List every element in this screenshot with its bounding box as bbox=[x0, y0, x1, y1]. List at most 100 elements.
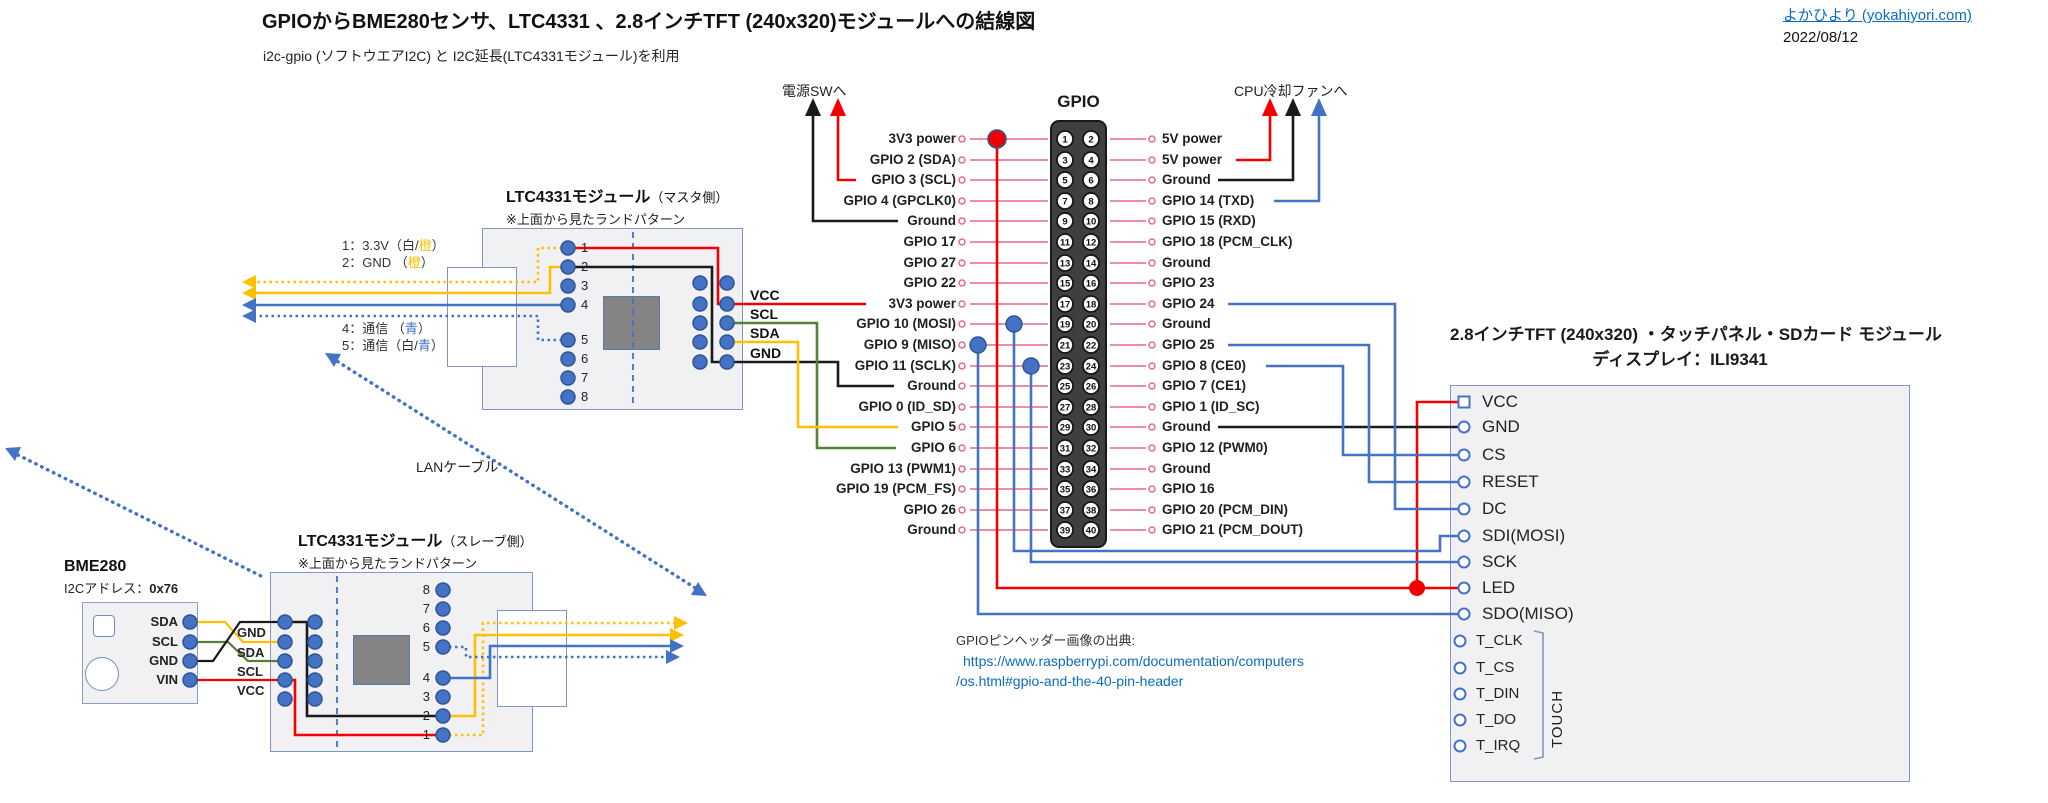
tft-touch-pin-label: T_IRQ bbox=[1476, 737, 1521, 754]
ltc-slave-in-label: GND bbox=[237, 625, 266, 640]
ltc-slave-chip bbox=[353, 635, 410, 685]
lan-wire-legend-line: 5：通信（白/青） bbox=[342, 338, 444, 353]
gpio-right-pin-label: GPIO 20 (PCM_DIN) bbox=[1162, 502, 1289, 517]
lan-wire-legend-line: 2：GND （橙） bbox=[342, 255, 434, 270]
ltc-master-out-label: VCC bbox=[750, 287, 780, 303]
gpio-left-pin-label: Ground bbox=[907, 213, 956, 228]
gpio-header-box bbox=[1050, 120, 1107, 548]
bme280-pin-label: GND bbox=[149, 653, 178, 668]
ltc-slave-title: LTC4331モジュール（スレーブ側） bbox=[298, 533, 533, 551]
site-link[interactable]: よかひより (yokahiyori.com) bbox=[1783, 7, 1972, 24]
lan-cable-line-2 bbox=[10, 450, 265, 579]
cpu-fan-annotation: CPU冷却ファンへ bbox=[1234, 83, 1348, 99]
tft-touch-pin-label: T_DIN bbox=[1476, 685, 1520, 702]
gpio-left-pin-label: GPIO 4 (GPCLK0) bbox=[843, 193, 956, 208]
gpio-right-pin-label: GPIO 16 bbox=[1162, 481, 1215, 496]
bme280-address-value: 0x76 bbox=[149, 581, 179, 596]
power-sw-annotation: 電源SWへ bbox=[782, 83, 847, 99]
gpio-left-pin-label: GPIO 0 (ID_SD) bbox=[858, 399, 956, 414]
gpio-right-pin-label: 5V power bbox=[1162, 152, 1223, 167]
gpio-right-pin-label: GPIO 23 bbox=[1162, 275, 1215, 290]
bme280-sensor-circle bbox=[85, 657, 119, 691]
gpio-header-title: GPIO bbox=[1057, 92, 1100, 111]
gpio-left-pin-label: GPIO 6 bbox=[910, 440, 956, 455]
ltc-master-pin-number: 1 bbox=[581, 240, 589, 255]
gpio-right-pin-label: Ground bbox=[1162, 461, 1211, 476]
gpio-source-link-2[interactable]: /os.html#gpio-and-the-40-pin-header bbox=[956, 673, 1184, 689]
gpio-left-pin-label: GPIO 10 (MOSI) bbox=[856, 316, 956, 331]
bme280-vent-square bbox=[93, 615, 115, 637]
tft-touch-label: TOUCH bbox=[1549, 689, 1566, 748]
lan-wire-legend-line: 4：通信 （青） bbox=[342, 321, 431, 336]
bme280-pin-label: VIN bbox=[156, 672, 178, 687]
bme280-address-label: I2Cアドレス： bbox=[64, 581, 150, 596]
tft-pin-label: SDI(MOSI) bbox=[1482, 526, 1566, 545]
ltc-master-pin-number: 3 bbox=[581, 278, 589, 293]
gpio-left-pin-label: GPIO 19 (PCM_FS) bbox=[835, 481, 956, 496]
gpio-left-pin-label: GPIO 17 bbox=[903, 234, 956, 249]
date-label: 2022/08/12 bbox=[1783, 29, 1859, 46]
tft-pin-label: RESET bbox=[1482, 472, 1539, 491]
gpio-source-caption: GPIOピンヘッダー画像の出典: bbox=[956, 633, 1136, 648]
ltc-slave-pin-number: 4 bbox=[422, 670, 430, 685]
wire-gpio8-to-cs bbox=[1266, 364, 1458, 457]
wire-gpio14-to-fan bbox=[1274, 108, 1321, 203]
gpio-right-pin-label: GPIO 21 (PCM_DOUT) bbox=[1162, 522, 1304, 537]
gpio-left-pin-label: GPIO 2 (SDA) bbox=[869, 152, 956, 167]
ltc-slave-pin-number: 6 bbox=[422, 620, 430, 635]
gpio-source-link-1[interactable]: https://www.raspberrypi.com/documentatio… bbox=[963, 653, 1304, 669]
ltc-master-rj45-jack bbox=[447, 267, 517, 367]
gpio-right-pin-label: GPIO 24 bbox=[1162, 296, 1215, 311]
gpio-left-pin-label: GPIO 5 bbox=[910, 419, 956, 434]
ltc-slave-title-text: LTC4331モジュール bbox=[298, 533, 443, 550]
wire-ground-to-fan bbox=[1218, 108, 1295, 182]
ltc-master-side-text: （マスタ側） bbox=[650, 190, 729, 205]
ltc-slave-pin-number: 7 bbox=[422, 601, 430, 616]
ltc-master-pin-number: 6 bbox=[581, 351, 589, 366]
lan-cable-annotation: LANケーブル bbox=[416, 459, 499, 475]
bme280-title: BME280 bbox=[64, 558, 127, 575]
gpio-left-pin-label: Ground bbox=[907, 522, 956, 537]
ltc-master-note: ※上面から見たランドパターン bbox=[506, 212, 686, 227]
ltc-slave-pin-number: 3 bbox=[422, 689, 430, 704]
page-subtitle: i2c-gpio (ソフトウエアI2C) と I2C延長(LTC4331モジュー… bbox=[263, 48, 680, 64]
ltc-master-pin-number: 5 bbox=[581, 332, 589, 347]
lan-wire-legend-line: 1：3.3V（白/橙） bbox=[342, 238, 445, 253]
bme280-pin-label: SDA bbox=[150, 614, 178, 629]
gpio-left-pin-label: 3V3 power bbox=[888, 131, 956, 146]
gpio-left-pin-label: GPIO 3 (SCL) bbox=[871, 172, 956, 187]
tft-pin-label: SDO(MISO) bbox=[1482, 604, 1574, 623]
ltc-master-pin-number: 8 bbox=[581, 389, 589, 404]
ltc-master-pin-number: 2 bbox=[581, 259, 589, 274]
gpio-right-pin-label: Ground bbox=[1162, 255, 1211, 270]
gpio-right-pin-label: GPIO 7 (CE1) bbox=[1162, 378, 1247, 393]
tft-touch-pin-label: T_DO bbox=[1476, 711, 1517, 728]
ltc-slave-in-label: SDA bbox=[237, 645, 265, 660]
gpio-right-pin-label: Ground bbox=[1162, 172, 1211, 187]
ltc-master-out-label: SCL bbox=[750, 306, 778, 322]
tft-title-line1: 2.8インチTFT (240x320) ・タッチパネル・SDカード モジュール bbox=[1450, 325, 1942, 344]
tft-pin-label: CS bbox=[1482, 445, 1506, 464]
ltc-master-pin-number: 4 bbox=[581, 297, 589, 312]
gpio-right-pin-label: GPIO 1 (ID_SC) bbox=[1162, 399, 1260, 414]
gpio-right-pin-label: 5V power bbox=[1162, 131, 1223, 146]
wire-gpio24-to-dc bbox=[1228, 302, 1458, 511]
ltc-slave-rj45-jack bbox=[497, 610, 567, 707]
gpio-right-pin-label: GPIO 18 (PCM_CLK) bbox=[1162, 234, 1293, 249]
tft-module-box bbox=[1450, 385, 1910, 782]
tft-pin-label: DC bbox=[1482, 499, 1507, 518]
ltc-slave-pin-number: 1 bbox=[422, 727, 430, 742]
ltc-slave-pin-number: 2 bbox=[422, 708, 430, 723]
gpio-right-pin-label: Ground bbox=[1162, 419, 1211, 434]
gpio-left-pin-label: GPIO 11 (SCLK) bbox=[854, 358, 956, 373]
wire-gpio25-to-reset bbox=[1228, 343, 1458, 484]
bme280-address: I2Cアドレス：0x76 bbox=[64, 580, 178, 598]
ltc-slave-in-label: VCC bbox=[237, 683, 265, 698]
gpio-left-pin-label: GPIO 27 bbox=[903, 255, 956, 270]
tft-pin-label: LED bbox=[1482, 578, 1516, 597]
gpio-left-pin-label: GPIO 26 bbox=[903, 502, 956, 517]
gpio-left-pin-label: Ground bbox=[907, 378, 956, 393]
bme280-pin-label: SCL bbox=[152, 634, 178, 649]
ltc-master-pin-number: 7 bbox=[581, 370, 589, 385]
